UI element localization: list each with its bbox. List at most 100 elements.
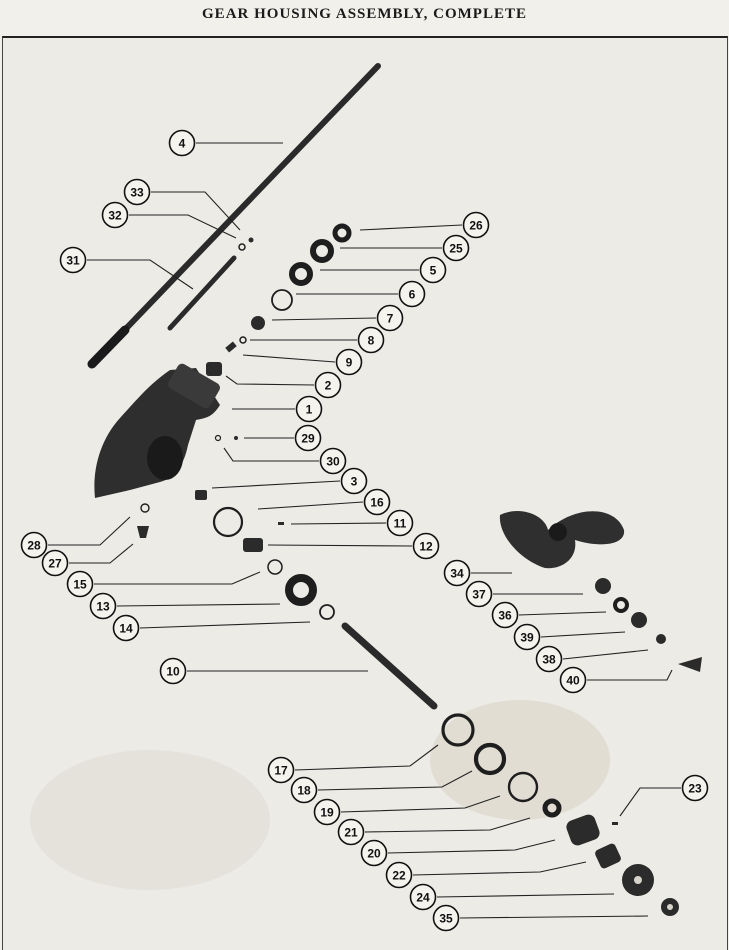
- callout-18: 18: [290, 770, 473, 804]
- callout-30: 30: [223, 447, 347, 475]
- callout-4: 4: [168, 129, 283, 157]
- callout-number: 24: [416, 891, 430, 905]
- callout-1: 1: [232, 395, 323, 423]
- callout-number: 14: [119, 622, 133, 636]
- callout-circle: [159, 657, 187, 685]
- callout-number: 28: [27, 539, 41, 553]
- callout-number: 32: [108, 209, 122, 223]
- callout-number: 23: [688, 782, 702, 796]
- part-bushing: [206, 362, 222, 376]
- callout-circle: [20, 531, 48, 559]
- callout-14: 14: [112, 614, 311, 642]
- callout-circle: [559, 666, 587, 694]
- callout-2: 2: [225, 371, 342, 399]
- leader-line: [271, 317, 377, 321]
- callout-circle: [340, 467, 368, 495]
- leader-line: [129, 214, 237, 239]
- leader-line: [540, 631, 626, 638]
- callout-circle: [385, 861, 413, 889]
- part-seal: [332, 223, 352, 243]
- leader-line: [587, 669, 673, 681]
- callout-circle: [101, 201, 129, 229]
- callout-circle: [335, 348, 363, 376]
- callout-circle: [123, 178, 151, 206]
- part-screw: [137, 526, 149, 538]
- part-small-nut: [239, 336, 247, 344]
- callout-number: 22: [392, 869, 406, 883]
- part-pin: [612, 822, 618, 825]
- diagram-title: GEAR HOUSING ASSEMBLY, COMPLETE: [202, 6, 527, 22]
- part-propeller-shaft: [341, 622, 438, 710]
- part-seal: [542, 798, 562, 818]
- callout-circle: [168, 129, 196, 157]
- callout-circle: [419, 256, 447, 284]
- part-pinion-gear: [251, 316, 265, 330]
- part-prop-cone: [678, 657, 702, 672]
- part-nut: [595, 578, 611, 594]
- callout-circle: [681, 774, 709, 802]
- callout-number: 35: [439, 912, 453, 926]
- callout-number: 8: [368, 334, 375, 348]
- callout-number: 15: [73, 578, 87, 592]
- callout-number: 11: [394, 517, 407, 531]
- callout-number: 6: [409, 288, 416, 302]
- leader-line: [518, 611, 607, 616]
- callout-21: 21: [337, 817, 531, 846]
- callout-circle: [465, 580, 493, 608]
- leader-line: [340, 795, 501, 813]
- callout-circle: [357, 326, 385, 354]
- part-bearing: [285, 574, 317, 606]
- leader-line: [436, 893, 615, 898]
- part-gear-housing: [94, 363, 220, 498]
- callout-number: 38: [542, 653, 556, 667]
- part-spacer: [656, 634, 666, 644]
- callout-13: 13: [89, 592, 281, 620]
- callout-circle: [442, 234, 470, 262]
- callout-24: 24: [409, 883, 615, 911]
- callout-circle: [491, 601, 519, 629]
- callout-circle: [314, 371, 342, 399]
- callout-number: 21: [344, 826, 358, 840]
- paper-stain: [30, 750, 270, 890]
- callout-number: 39: [520, 631, 534, 645]
- callout-number: 20: [367, 847, 381, 861]
- part-bearing-bore: [634, 876, 642, 884]
- part-o-ring: [473, 742, 507, 776]
- part-gear: [243, 538, 263, 552]
- callout-17: 17: [267, 744, 439, 784]
- leader-line: [359, 224, 463, 231]
- callout-number: 2: [325, 379, 332, 393]
- leader-line: [48, 516, 131, 546]
- callout-15: 15: [66, 570, 261, 598]
- part-o-ring: [507, 771, 539, 803]
- callout-9: 9: [242, 348, 363, 376]
- callout-19: 19: [313, 795, 501, 826]
- callout-27: 27: [41, 543, 134, 577]
- part-small-washer: [238, 243, 246, 251]
- callout-circle: [432, 904, 460, 932]
- callout-number: 16: [370, 496, 384, 510]
- part-washer-bore: [667, 904, 673, 910]
- callout-circle: [386, 509, 414, 537]
- leader-line: [412, 861, 587, 876]
- callout-circle: [443, 559, 471, 587]
- callout-7: 7: [271, 304, 404, 332]
- callout-number: 19: [320, 806, 334, 820]
- part-nut: [631, 612, 647, 628]
- callout-circle: [112, 614, 140, 642]
- callout-33: 33: [123, 178, 241, 231]
- callout-circle: [337, 818, 365, 846]
- callout-38: 38: [535, 645, 649, 673]
- callout-circle: [313, 798, 341, 826]
- leader-line: [267, 544, 413, 547]
- leader-line: [317, 770, 473, 791]
- part-shift-rod: [167, 255, 237, 331]
- callout-3: 3: [211, 467, 368, 495]
- part-bearing: [289, 262, 313, 286]
- callout-circle: [89, 592, 117, 620]
- callout-circle: [59, 246, 87, 274]
- part-o-ring: [441, 713, 475, 747]
- callout-number: 17: [274, 764, 288, 778]
- callout-22: 22: [385, 861, 587, 889]
